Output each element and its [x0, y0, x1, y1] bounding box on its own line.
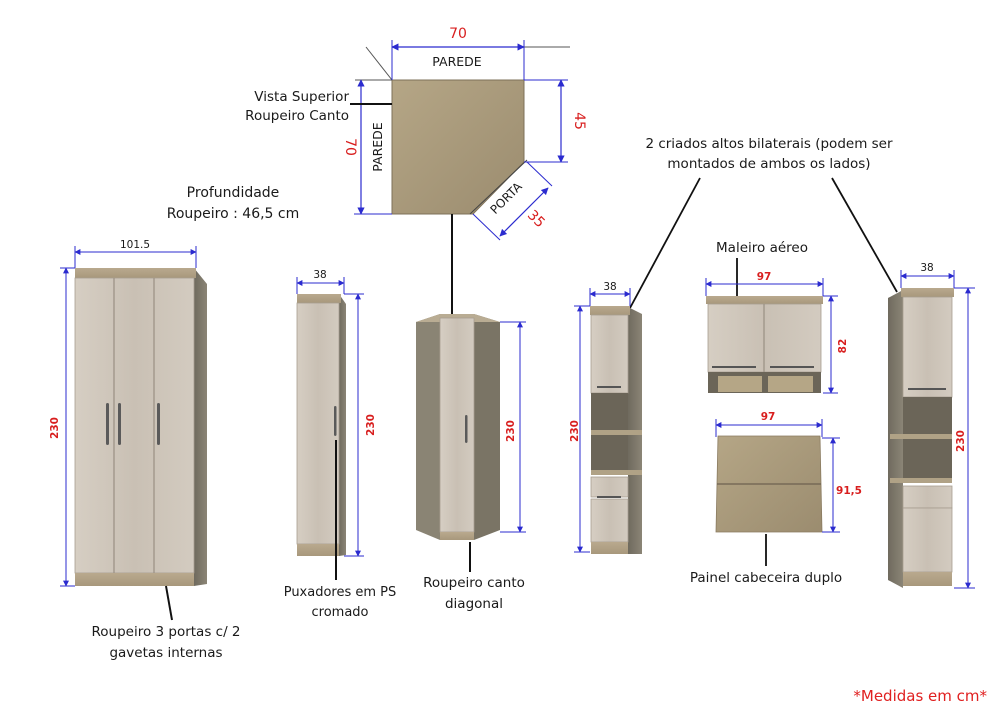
corner-wardrobe: 230 Roupeiro canto diagonal [416, 314, 526, 612]
handle [465, 415, 468, 443]
tall-drawer [902, 485, 953, 509]
tall-drawer [590, 498, 629, 543]
nightstands-label-1: 2 criados altos bilaterais (podem ser [645, 136, 893, 152]
corner-base [440, 532, 474, 540]
corner-right-side [474, 314, 500, 540]
tall-base [903, 572, 952, 586]
dim-top-text: 70 [449, 26, 467, 42]
tall-top [590, 306, 630, 315]
right-tall-nightstand: 38 230 [888, 262, 975, 589]
wardrobe-label-2: gavetas internas [109, 645, 222, 661]
headboard-height-text: 91,5 [836, 485, 862, 497]
cabinet-box [768, 376, 813, 392]
narrow-wardrobe: 38 230 Puxadores em PS cromado [284, 269, 397, 620]
corner-height-text: 230 [505, 420, 517, 442]
tall-drawer [902, 507, 953, 573]
wall-mark [365, 46, 393, 81]
top-view-label-1: Vista Superior [254, 89, 349, 105]
top-view: 70 PAREDE 70 PAREDE 45 35 PORTA Vista Su… [245, 26, 587, 314]
top-view-plan [391, 79, 525, 215]
overhead-cabinet: Maleiro aéreo 97 82 [705, 240, 849, 394]
narrow-front [296, 302, 340, 545]
top-view-label-2: Roupeiro Canto [245, 108, 349, 124]
narrow-side [339, 294, 346, 556]
cabinet-width-text: 97 [757, 271, 772, 283]
narrow-top [297, 294, 341, 303]
tall-open-niche [903, 397, 952, 483]
depth-label-2: Roupeiro : 46,5 cm [167, 206, 300, 222]
narrow-label-2: cromado [312, 605, 369, 620]
tall-shelf [890, 478, 952, 483]
tall-upper-door [590, 314, 629, 394]
cabinet-top [706, 296, 823, 304]
units-footnote: *Medidas em cm* [853, 687, 987, 705]
wardrobe-3-doors: 101.5 230 Roupeiro 3 portas c/ 2 gavetas… [49, 239, 241, 661]
handle [908, 388, 946, 390]
tall-shelf [591, 430, 642, 435]
right-tall-height-text: 230 [955, 430, 967, 452]
wardrobe-side [194, 268, 207, 586]
corner-label-1: Roupeiro canto [423, 575, 525, 591]
handle [770, 366, 814, 368]
nightstands-label-2: montados de ambos os lados) [667, 156, 870, 172]
narrow-base [297, 544, 339, 556]
depth-label-1: Profundidade [187, 185, 280, 201]
dim-ext [472, 213, 501, 241]
dim-right-text: 45 [571, 112, 587, 130]
handle [597, 496, 621, 498]
leader-right-tall [831, 177, 898, 293]
tall-base [591, 542, 628, 554]
wall-left-label: PAREDE [370, 122, 385, 171]
corner-left-side [416, 314, 440, 540]
wardrobe-width-text: 101.5 [120, 239, 150, 251]
wardrobe-front [74, 277, 195, 574]
narrow-height-text: 230 [365, 414, 377, 436]
handle [712, 366, 756, 368]
handle [106, 403, 109, 445]
wall-top-label: PAREDE [432, 54, 481, 69]
door-line [469, 159, 528, 215]
wardrobe-top [75, 268, 196, 278]
cabinet-box [718, 376, 762, 392]
headboard-label: Painel cabeceira duplo [690, 570, 842, 586]
corner-door [439, 317, 475, 533]
headboard-panel: 97 91,5 Painel cabeceira duplo [690, 411, 862, 586]
cabinet-height-text: 82 [837, 339, 849, 354]
dim-ext [526, 161, 553, 187]
left-tall-width-text: 38 [603, 281, 616, 293]
leader-left-tall [629, 177, 701, 309]
tall-drawer [590, 476, 629, 498]
tall-upper-door [902, 296, 953, 398]
left-tall-height-text: 230 [569, 420, 581, 442]
narrow-label-1: Puxadores em PS [284, 585, 397, 600]
wardrobe-base [75, 573, 194, 586]
tall-top [901, 288, 954, 297]
narrow-width-text: 38 [313, 269, 326, 281]
cabinet-label: Maleiro aéreo [716, 240, 808, 256]
leader-wardrobe [165, 585, 173, 621]
handle [334, 406, 337, 436]
left-tall-nightstand: 38 230 [569, 281, 642, 554]
dim-left-text: 70 [342, 138, 358, 156]
dim-line-diag [499, 187, 549, 237]
wardrobe-height-text: 230 [49, 417, 61, 439]
tall-shelf [890, 434, 952, 439]
wardrobe-label-1: Roupeiro 3 portas c/ 2 [91, 624, 240, 640]
dim-diag-text: 35 [524, 207, 548, 231]
tall-shelf [591, 470, 642, 475]
handle [157, 403, 160, 445]
handle [118, 403, 121, 445]
right-tall-width-text: 38 [920, 262, 933, 274]
corner-label-2: diagonal [445, 596, 503, 612]
handle [597, 386, 621, 388]
headboard-width-text: 97 [761, 411, 776, 423]
